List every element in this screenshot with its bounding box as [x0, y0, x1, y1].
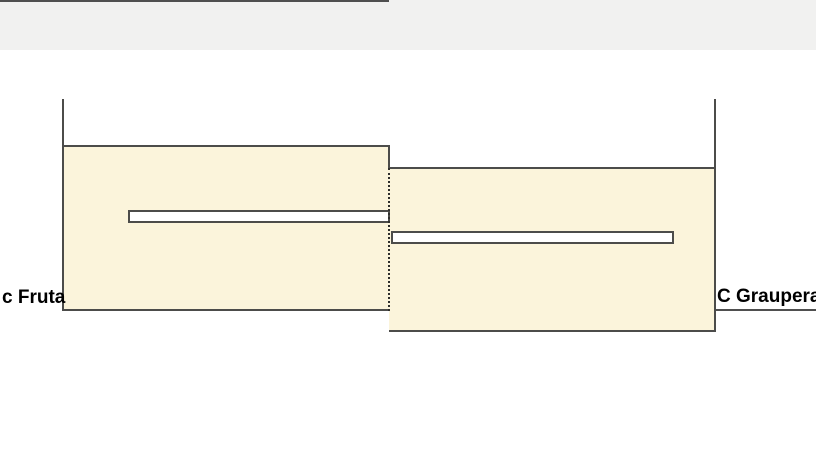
building-footprint-right [389, 167, 716, 332]
street-label-left: c Fruta [2, 287, 66, 308]
street-label-right: C Graupera [717, 286, 816, 307]
road-edge-line-left-segment [0, 0, 389, 2]
building-footprint-left [62, 145, 389, 311]
street-edge-line-right [714, 99, 716, 332]
building-inner-bar-right [391, 231, 674, 244]
parcel-divider-dotted-line [388, 168, 390, 311]
building-inner-bar-left [128, 210, 390, 223]
street-edge-line-left [62, 99, 64, 311]
road-surface [0, 0, 816, 50]
parcel-divider-solid-segment [388, 145, 390, 168]
road-edge-line-right-segment [714, 309, 816, 311]
